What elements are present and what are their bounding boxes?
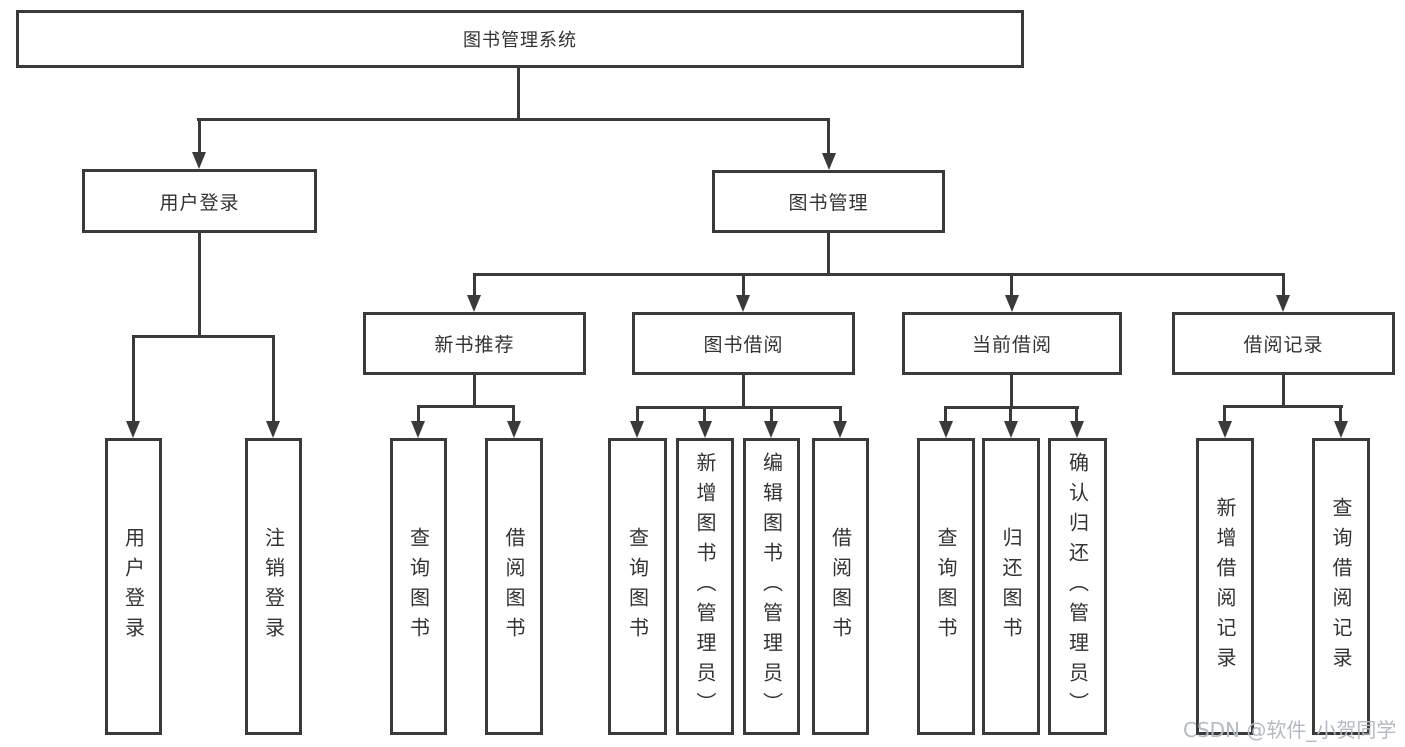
connector-line (944, 406, 947, 421)
arrowhead-down-icon (822, 153, 836, 170)
node-user-login: 用户登录 (82, 169, 317, 233)
arrowhead-down-icon (266, 421, 280, 438)
connector-line (517, 68, 520, 118)
node-book-borrowing: 图书借阅 (632, 312, 855, 375)
connector-line (473, 375, 476, 405)
connector-line (827, 233, 830, 273)
connector-line (703, 406, 706, 421)
arrowhead-down-icon (764, 421, 778, 438)
connector-line (198, 233, 201, 335)
arrowhead-down-icon (1276, 295, 1290, 312)
leaf-label: 新增图书（管理员） (693, 451, 717, 722)
arrowhead-down-icon (411, 421, 425, 438)
node-leaf-borrow-books-1: 借阅图书 (485, 438, 543, 735)
connector-line (417, 405, 420, 421)
arrowhead-down-icon (1334, 421, 1348, 438)
connector-line (512, 405, 515, 421)
node-new-book-recommend: 新书推荐 (363, 312, 586, 375)
connector-line (1223, 405, 1226, 421)
arrowhead-down-icon (507, 421, 521, 438)
connector-line (636, 406, 841, 409)
arrowhead-down-icon (698, 421, 712, 438)
node-leaf-add-books-admin: 新增图书（管理员） (676, 438, 734, 735)
arrowhead-down-icon (939, 421, 953, 438)
arrowhead-down-icon (1005, 295, 1019, 312)
connector-line (132, 335, 135, 421)
node-leaf-return-books: 归还图书 (982, 438, 1040, 735)
connector-line (1282, 273, 1285, 295)
leaf-label: 确认归还（管理员） (1065, 451, 1090, 722)
leaf-label: 借阅图书 (828, 526, 853, 647)
connector-line (197, 118, 830, 121)
node-borrow-records: 借阅记录 (1172, 312, 1395, 375)
arrowhead-down-icon (1004, 421, 1018, 438)
arrowhead-down-icon (1070, 421, 1084, 438)
leaf-label: 查询图书 (934, 526, 958, 647)
arrowhead-down-icon (467, 295, 481, 312)
connector-line (473, 273, 476, 295)
arrowhead-down-icon (126, 421, 140, 438)
leaf-label: 借阅图书 (502, 526, 526, 647)
arrowhead-down-icon (192, 152, 206, 169)
connector-line (1282, 375, 1285, 405)
node-leaf-logout: 注销登录 (245, 438, 302, 735)
node-leaf-user-login: 用户登录 (105, 438, 162, 735)
connector-line (272, 335, 275, 421)
connector-line (839, 406, 842, 421)
leaf-label: 新增借阅记录 (1213, 496, 1237, 677)
node-library-management-system: 图书管理系统 (16, 10, 1024, 68)
arrowhead-down-icon (630, 421, 644, 438)
leaf-label: 注销登录 (261, 526, 286, 647)
connector-line (1010, 273, 1013, 295)
connector-line (1009, 406, 1012, 421)
connector-line (742, 273, 745, 295)
node-leaf-query-borrow-record: 查询借阅记录 (1312, 438, 1370, 735)
connector-line (770, 406, 773, 421)
connector-line (1075, 406, 1078, 421)
connector-line (742, 375, 745, 406)
connector-line (1339, 405, 1342, 421)
connector-line (132, 335, 275, 338)
leaf-label: 查询图书 (406, 526, 431, 647)
node-book-management: 图书管理 (712, 170, 945, 233)
leaf-label: 查询借阅记录 (1329, 496, 1353, 677)
leaf-label: 用户登录 (121, 526, 146, 647)
node-current-borrowing: 当前借阅 (902, 312, 1122, 375)
leaf-label: 编辑图书（管理员） (759, 451, 784, 722)
connector-line (636, 406, 639, 421)
node-leaf-query-books-1: 查询图书 (390, 438, 447, 735)
connector-line (417, 405, 515, 408)
connector-line (198, 118, 201, 154)
node-leaf-query-books-2: 查询图书 (608, 438, 667, 735)
watermark: CSDN @软件_小贺同学 (1183, 718, 1397, 742)
connector-line (827, 118, 830, 154)
connector-line (1010, 375, 1013, 406)
node-leaf-borrow-books-2: 借阅图书 (812, 438, 869, 735)
arrowhead-down-icon (1218, 421, 1232, 438)
leaf-label: 归还图书 (999, 526, 1023, 647)
node-leaf-confirm-return-admin: 确认归还（管理员） (1048, 438, 1107, 735)
node-leaf-add-borrow-record: 新增借阅记录 (1196, 438, 1254, 735)
arrowhead-down-icon (736, 295, 750, 312)
connector-line (473, 273, 1285, 276)
node-leaf-edit-books-admin: 编辑图书（管理员） (743, 438, 800, 735)
leaf-label: 查询图书 (625, 526, 650, 647)
node-leaf-query-books-3: 查询图书 (917, 438, 975, 735)
arrowhead-down-icon (833, 421, 847, 438)
connector-line (1223, 405, 1343, 408)
